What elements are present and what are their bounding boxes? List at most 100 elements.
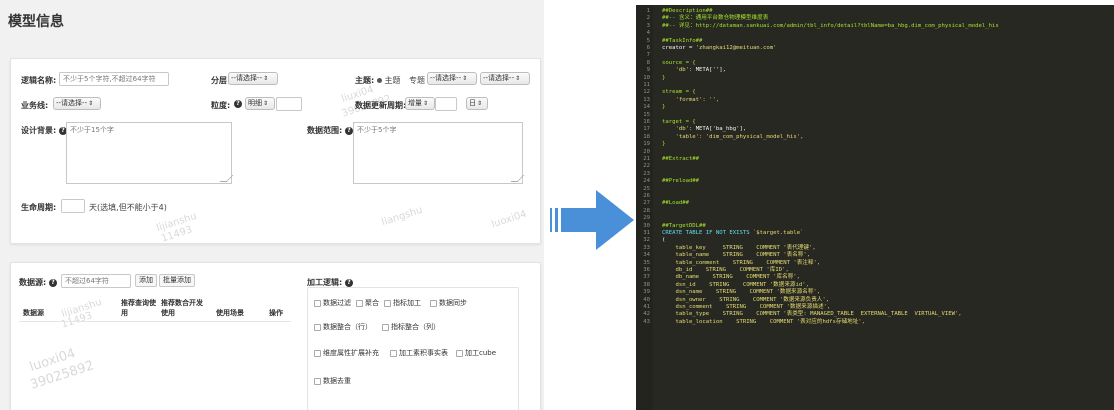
code-token: creator =	[662, 45, 696, 51]
line-number: 43	[643, 318, 650, 325]
code-line: 2##-- 含义：通用平台数仓物理模型维度表	[636, 15, 1114, 22]
update-cycle-input[interactable]	[435, 97, 457, 111]
process-option[interactable]: 数据整合（行）	[314, 322, 372, 332]
code-line: 20	[636, 149, 1114, 156]
code-token: stream = {	[662, 89, 696, 96]
checkbox-icon	[430, 299, 437, 307]
code-line: 3##-- 详见：http://dataman.sankuai.com/admi…	[636, 23, 1114, 30]
background-label: 设计背景: ?	[21, 125, 67, 136]
code-token: ##TargetDDL##	[662, 222, 706, 229]
biz-line-label: 业务线:	[21, 101, 49, 110]
code-text: table_type STRING COMMENT '表类型: MANAGED_…	[662, 311, 962, 318]
biz-line-select[interactable]: --请选择--⇕	[53, 97, 101, 110]
code-token: ##-- 详见：http://dataman.sankuai.com/admin…	[662, 22, 999, 29]
select-arrows-icon: ⇕	[477, 100, 483, 107]
process-option[interactable]: 指标加工	[384, 298, 421, 308]
column-header: 推荐数合开发使用	[161, 299, 203, 317]
code-line: 12 stream = {	[636, 89, 1114, 96]
process-option[interactable]: 加工cube	[456, 348, 496, 358]
code-token: CREATE TABLE IF NOT EXISTS	[662, 230, 753, 236]
logic-name-input[interactable]: 不少于5个字符,不超过64字符	[59, 72, 169, 86]
code-line: 25	[636, 186, 1114, 193]
code-token: META['ba_hbg']	[695, 126, 743, 133]
code-token: db_id STRING COMMENT '库ID',	[662, 267, 789, 273]
line-number: 16	[643, 119, 650, 125]
lifecycle-input[interactable]	[61, 199, 85, 213]
granularity-extra-input[interactable]	[276, 97, 302, 111]
process-option[interactable]: 数据同步	[430, 298, 467, 308]
checkbox-icon	[356, 299, 363, 307]
code-text: db_id STRING COMMENT '库ID',	[662, 267, 789, 274]
line-number: 12	[643, 89, 650, 96]
line-number: 10	[643, 74, 650, 81]
line-number: 23	[643, 170, 650, 177]
page-title: 模型信息	[8, 14, 64, 30]
update-unit-select[interactable]: 日⇕	[466, 97, 488, 110]
column-header: 使用场景	[216, 309, 244, 317]
code-text: table_name STRING COMMENT '表名称',	[662, 252, 810, 259]
code-line: 32 (	[636, 237, 1114, 244]
process-option[interactable]: 数据去重	[314, 376, 351, 386]
code-line: 21##Extract##	[636, 156, 1114, 163]
code-line: 29	[636, 215, 1114, 222]
code-text: ##Preload##	[662, 178, 699, 185]
code-line: 8 source = {	[636, 60, 1114, 67]
line-number: 32	[643, 237, 650, 244]
background-textarea[interactable]: 不少于15个字	[66, 122, 232, 184]
granularity-help-icon[interactable]: ?	[234, 99, 242, 108]
subject-radio[interactable]: 主题	[377, 75, 401, 86]
code-token: ,	[722, 67, 727, 74]
granularity-select[interactable]: 明细⇕	[245, 97, 275, 110]
source-process-card: luoxi04 39025892 lijianshu 11493 liangsh…	[10, 262, 541, 410]
subject-label: 主题:	[355, 76, 375, 85]
code-line: 36 db_id STRING COMMENT '库ID',	[636, 267, 1114, 274]
code-line: 38 dsn_id STRING COMMENT '数据来源id',	[636, 282, 1114, 289]
process-option[interactable]: 聚合	[356, 298, 379, 308]
process-option[interactable]: 数据过滤	[314, 298, 351, 308]
topic-select-1[interactable]: --请选择--⇕	[427, 72, 477, 85]
code-token: 'format': '',	[662, 96, 720, 103]
code-text: 'format': '',	[662, 97, 719, 104]
code-text: table_comment STRING COMMENT '表注释',	[662, 260, 820, 267]
scope-textarea[interactable]: 不少于5个字	[353, 122, 523, 184]
topic-radio-label[interactable]: 专题	[409, 76, 425, 85]
topic-select-2[interactable]: --请选择--⇕	[480, 72, 530, 85]
source-input[interactable]: 不超过64字符	[61, 274, 131, 288]
process-option[interactable]: 加工素积事实表	[390, 348, 448, 358]
process-option[interactable]: 指标整合（列）	[382, 322, 440, 332]
layer-select[interactable]: --请选择--⇕	[228, 72, 278, 85]
code-line: 23	[636, 171, 1114, 178]
line-number: 14	[643, 104, 650, 111]
code-token: dsn_name STRING COMMENT '数据来源名称',	[662, 289, 821, 296]
line-number: 8	[646, 59, 650, 66]
process-label: 加工逻辑: ?	[307, 277, 353, 288]
code-text: dsn_owner STRING COMMENT '数据来源负责人',	[662, 297, 829, 304]
logic-name-label: 逻辑名称:	[21, 76, 57, 85]
right-arrow-icon	[550, 190, 634, 250]
code-text: source = {	[662, 60, 696, 67]
code-token: table_key STRING COMMENT '表代理键',	[662, 244, 816, 251]
code-line: 28	[636, 208, 1114, 215]
code-token: table_type STRING COMMENT '表类型: MANAGED_…	[662, 311, 962, 318]
code-text: dsn_id STRING COMMENT '数据来源id',	[662, 282, 809, 289]
checkbox-icon	[390, 349, 397, 357]
line-number: 11	[643, 82, 650, 88]
granularity-label: 粒度:	[211, 101, 231, 110]
code-text: creator = 'zhangkai12@meituan.com'	[662, 45, 777, 52]
line-number: 41	[643, 304, 650, 310]
add-source-button[interactable]: 添加	[135, 274, 157, 287]
code-line: 35 table_comment STRING COMMENT '表注释',	[636, 260, 1114, 267]
line-number: 2	[646, 15, 650, 22]
line-number: 26	[643, 193, 650, 199]
code-token: 'table': 'dim_com_physical_model_his',	[662, 133, 804, 140]
update-mode-select[interactable]: 增量⇕	[405, 97, 435, 110]
code-text: }	[662, 104, 665, 111]
batch-add-button[interactable]: 批量添加	[159, 274, 195, 287]
line-number: 37	[643, 274, 650, 281]
process-option[interactable]: 维度属性扩展补充	[314, 348, 379, 358]
code-text: }	[662, 75, 665, 82]
code-text: (	[662, 237, 665, 244]
code-line: 39 dsn_name STRING COMMENT '数据来源名称',	[636, 289, 1114, 296]
